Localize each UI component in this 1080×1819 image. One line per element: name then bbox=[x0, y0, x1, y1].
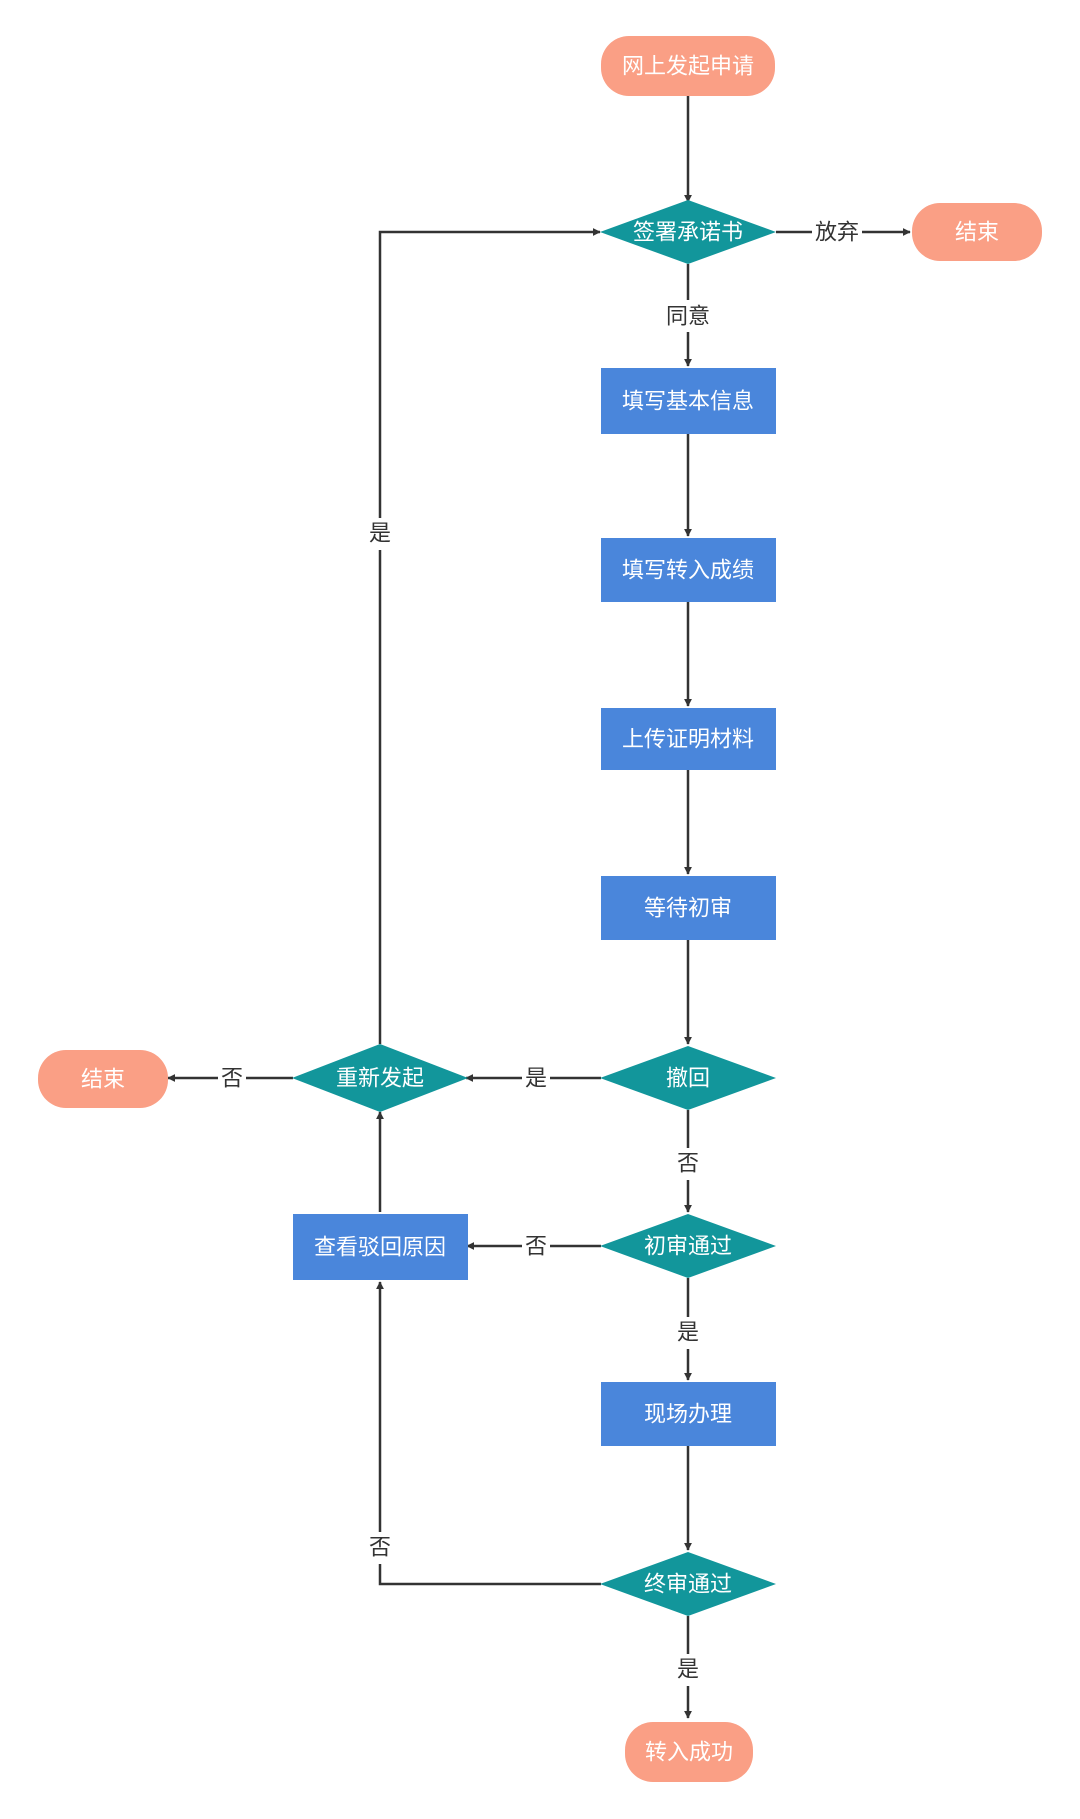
node-onsite: 现场办理 bbox=[601, 1382, 776, 1446]
node-restart: 重新发起 bbox=[292, 1044, 468, 1112]
node-label: 现场办理 bbox=[644, 1403, 732, 1428]
decision-shape bbox=[292, 1044, 468, 1112]
node-label: 填写基本信息 bbox=[622, 390, 754, 415]
edge-label-final-no: 否 bbox=[369, 1536, 391, 1561]
edge-label-restart-yes: 是 bbox=[369, 522, 391, 547]
edge-label-first-yes: 是 bbox=[677, 1321, 699, 1346]
edge-label-final-yes: 是 bbox=[677, 1658, 699, 1683]
node-label: 网上发起申请 bbox=[622, 55, 754, 80]
node-label: 上传证明材料 bbox=[622, 728, 754, 753]
node-label: 结束 bbox=[81, 1068, 125, 1093]
node-end-left: 结束 bbox=[38, 1050, 168, 1108]
process-shape bbox=[601, 1382, 776, 1446]
node-final-pass: 终审通过 bbox=[600, 1552, 776, 1616]
terminal-shape bbox=[601, 36, 775, 96]
node-label: 结束 bbox=[955, 221, 999, 246]
node-label: 等待初审 bbox=[644, 897, 732, 922]
node-label: 填写转入成绩 bbox=[622, 559, 754, 584]
nodes: 网上发起申请 结束 结束 转入成功 填写基本信息 填写转入成绩 上传证明材料 bbox=[38, 36, 1042, 1782]
node-wait: 等待初审 bbox=[601, 876, 776, 940]
terminal-shape bbox=[38, 1050, 168, 1108]
node-label: 查看驳回原因 bbox=[314, 1236, 446, 1261]
edge-label-withdraw-no: 否 bbox=[677, 1152, 699, 1177]
node-fill-score: 填写转入成绩 bbox=[601, 538, 776, 602]
terminal-shape bbox=[912, 203, 1042, 261]
node-label: 撤回 bbox=[666, 1067, 710, 1092]
edge-labels: 放弃 同意 是 是 否 否 否 是 否 是 bbox=[218, 216, 862, 1686]
node-start: 网上发起申请 bbox=[601, 36, 775, 96]
process-shape bbox=[601, 708, 776, 770]
terminal-shape bbox=[625, 1722, 753, 1782]
edge-label-restart-no: 否 bbox=[221, 1067, 243, 1092]
decision-shape bbox=[600, 200, 776, 264]
node-label: 终审通过 bbox=[644, 1573, 732, 1598]
process-shape bbox=[601, 538, 776, 602]
process-shape bbox=[601, 368, 776, 434]
edge-label-first-no: 否 bbox=[525, 1235, 547, 1260]
node-label: 转入成功 bbox=[645, 1741, 733, 1766]
edge-final-to-reason bbox=[376, 1281, 601, 1586]
edges bbox=[167, 96, 911, 1719]
node-first-pass: 初审通过 bbox=[600, 1214, 776, 1278]
node-label: 签署承诺书 bbox=[633, 221, 743, 246]
node-success: 转入成功 bbox=[625, 1722, 753, 1782]
node-sign: 签署承诺书 bbox=[600, 200, 776, 264]
edge-label-giveup: 放弃 bbox=[815, 221, 859, 246]
node-end-right: 结束 bbox=[912, 203, 1042, 261]
node-view-reason: 查看驳回原因 bbox=[293, 1214, 468, 1280]
node-upload: 上传证明材料 bbox=[601, 708, 776, 770]
node-withdraw: 撤回 bbox=[600, 1046, 776, 1110]
process-shape bbox=[293, 1214, 468, 1280]
decision-shape bbox=[600, 1046, 776, 1110]
edge-label-agree: 同意 bbox=[666, 305, 710, 330]
decision-shape bbox=[600, 1214, 776, 1278]
node-label: 初审通过 bbox=[644, 1235, 732, 1260]
node-fill-info: 填写基本信息 bbox=[601, 368, 776, 434]
edge-restart-to-sign bbox=[378, 228, 601, 1044]
process-shape bbox=[601, 876, 776, 940]
edge-label-withdraw-yes: 是 bbox=[525, 1067, 547, 1092]
node-label: 重新发起 bbox=[336, 1067, 424, 1092]
decision-shape bbox=[600, 1552, 776, 1616]
